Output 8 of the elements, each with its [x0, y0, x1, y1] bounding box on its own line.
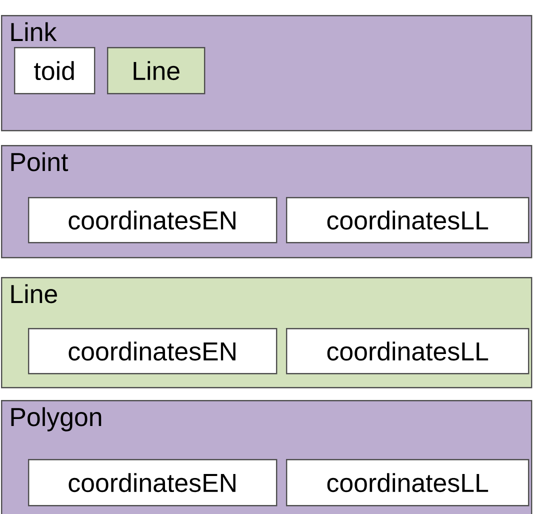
text-box: coordinatesEN: [28, 197, 278, 244]
text-box: coordinatesEN: [28, 328, 278, 374]
text-box: Line: [107, 47, 206, 94]
text-box: coordinatesLL: [286, 328, 530, 374]
text-box: toid: [14, 47, 96, 94]
text-box: coordinatesLL: [286, 197, 530, 244]
text-box: coordinatesEN: [28, 459, 278, 506]
text-box: coordinatesLL: [286, 459, 530, 506]
